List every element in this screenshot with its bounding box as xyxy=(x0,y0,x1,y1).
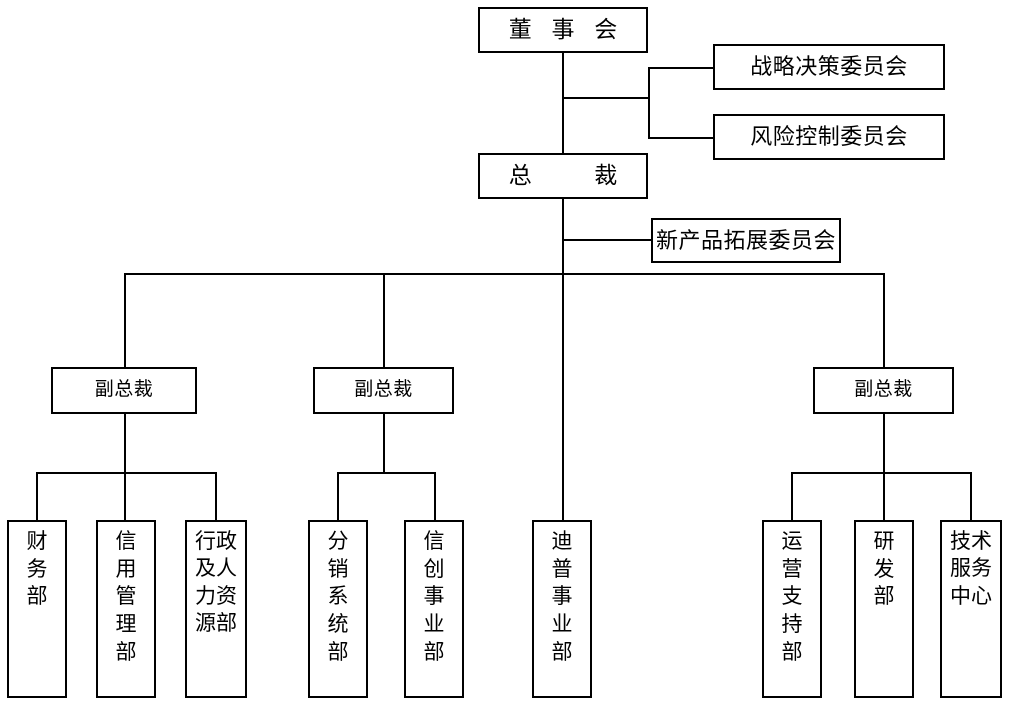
connector-vp3-stem xyxy=(883,414,885,474)
connector-main-bus xyxy=(125,273,884,275)
node-vice-president-3[interactable]: 副总裁 xyxy=(813,367,954,414)
node-department-research-development-label: 研 发 部 xyxy=(873,529,895,609)
connector-bracket-to-risk-committee xyxy=(648,137,714,139)
connector-vp2-stem xyxy=(383,414,385,474)
node-vice-president-3-label: 副总裁 xyxy=(854,379,913,401)
connector-vp2-to-distribution xyxy=(337,472,339,521)
connector-board-to-committee-bus xyxy=(562,97,650,99)
node-strategy-committee[interactable]: 战略决策委员会 xyxy=(713,44,945,90)
node-department-xinchuang-business-label: 信 创 事 业 部 xyxy=(423,529,445,664)
node-department-operations-support[interactable]: 运 营 支 持 部 xyxy=(762,520,822,698)
node-department-admin-hr[interactable]: 行政 及人 力资 源部 xyxy=(185,520,247,698)
node-department-operations-support-label: 运 营 支 持 部 xyxy=(781,529,803,664)
node-department-research-development[interactable]: 研 发 部 xyxy=(854,520,914,698)
connector-vp2-to-xinchuang xyxy=(434,472,436,521)
connector-vp1-stem xyxy=(124,414,126,474)
node-risk-committee[interactable]: 风险控制委员会 xyxy=(713,114,945,160)
node-board-of-directors-label: 董 事 会 xyxy=(508,17,625,43)
node-department-credit-management-label: 信 用 管 理 部 xyxy=(115,529,137,664)
connector-vp3-sub-bus xyxy=(792,472,972,474)
connector-bus-to-vp2 xyxy=(383,273,385,367)
connector-vp1-to-credit xyxy=(124,472,126,521)
connector-vp3-to-rnd xyxy=(883,472,885,521)
node-department-admin-hr-label: 行政 及人 力资 源部 xyxy=(195,529,237,635)
node-president[interactable]: 总 裁 xyxy=(478,153,648,199)
node-new-product-committee-label: 新产品拓展委员会 xyxy=(655,227,836,253)
connector-vp1-sub-bus xyxy=(37,472,217,474)
node-department-dipu-business-label: 迪 普 事 业 部 xyxy=(551,529,573,664)
node-department-xinchuang-business[interactable]: 信 创 事 业 部 xyxy=(404,520,464,698)
node-department-finance[interactable]: 财 务 部 xyxy=(7,520,67,698)
node-new-product-committee[interactable]: 新产品拓展委员会 xyxy=(651,218,841,263)
connector-vp3-to-operations xyxy=(791,472,793,521)
connector-bracket-to-strategy-committee xyxy=(648,67,714,69)
connector-president-to-new-product-committee xyxy=(562,239,652,241)
node-department-credit-management[interactable]: 信 用 管 理 部 xyxy=(96,520,156,698)
node-department-dipu-business[interactable]: 迪 普 事 业 部 xyxy=(532,520,592,698)
node-board-of-directors[interactable]: 董 事 会 xyxy=(478,7,648,53)
node-vice-president-2[interactable]: 副总裁 xyxy=(313,367,454,414)
connector-president-spine xyxy=(562,199,564,274)
node-department-technical-service-center[interactable]: 技术 服务 中心 xyxy=(940,520,1002,698)
node-vice-president-1[interactable]: 副总裁 xyxy=(51,367,197,414)
node-president-label: 总 裁 xyxy=(508,163,625,189)
node-department-technical-service-center-label: 技术 服务 中心 xyxy=(950,529,992,608)
connector-board-to-president xyxy=(562,52,564,153)
connector-bus-to-vp1 xyxy=(124,273,126,367)
node-department-finance-label: 财 务 部 xyxy=(26,529,48,609)
connector-vp1-to-hr xyxy=(215,472,217,521)
node-department-distribution-system[interactable]: 分 销 系 统 部 xyxy=(308,520,368,698)
node-risk-committee-label: 风险控制委员会 xyxy=(750,124,908,150)
node-strategy-committee-label: 战略决策委员会 xyxy=(750,54,908,80)
node-department-distribution-system-label: 分 销 系 统 部 xyxy=(327,529,349,664)
node-vice-president-1-label: 副总裁 xyxy=(94,379,154,401)
connector-committee-bracket xyxy=(648,67,650,139)
connector-vp3-to-service-center xyxy=(970,472,972,521)
node-vice-president-2-label: 副总裁 xyxy=(354,379,413,401)
connector-vp1-to-finance xyxy=(36,472,38,521)
connector-president-to-dipu xyxy=(562,273,564,521)
connector-vp2-sub-bus xyxy=(338,472,436,474)
connector-bus-to-vp3 xyxy=(883,273,885,367)
